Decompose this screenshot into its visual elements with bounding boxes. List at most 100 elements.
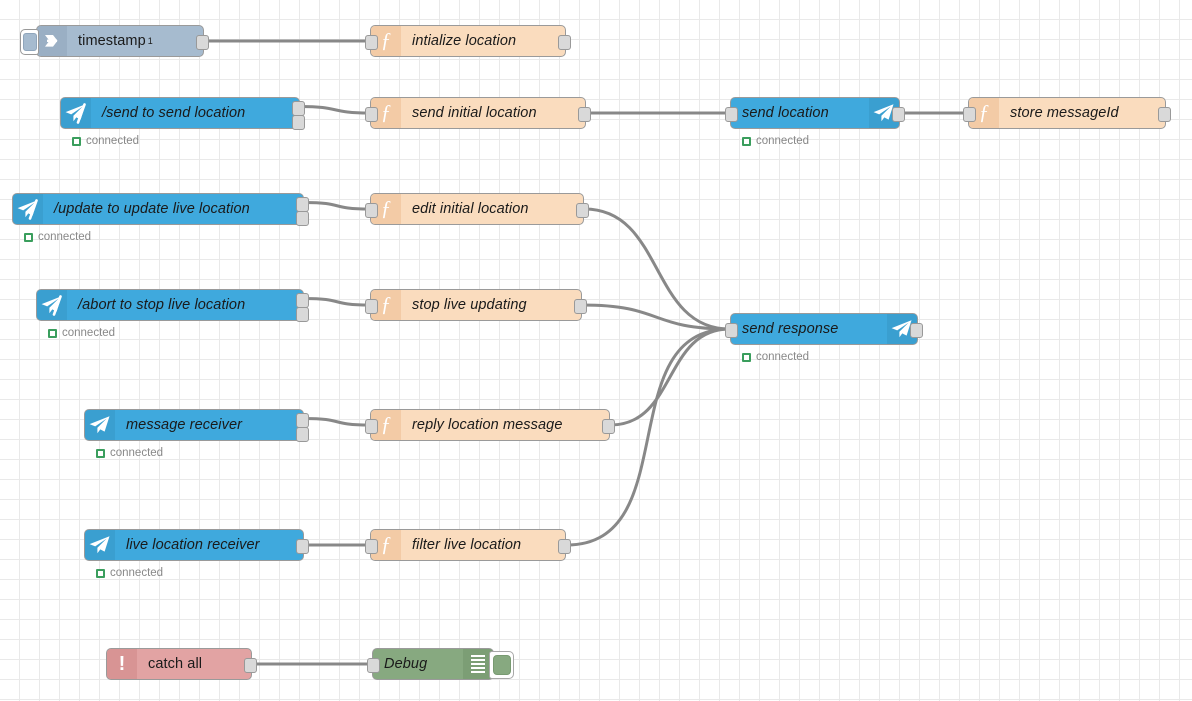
node-label: /update to update live location (54, 201, 250, 217)
node-label: edit initial location (412, 201, 529, 217)
node-output-port[interactable] (196, 35, 209, 50)
node-status-message-receiver: connected (96, 447, 163, 459)
node-label: catch all (148, 656, 203, 672)
wire-edit-initial-location-to-send-response[interactable] (583, 207, 731, 331)
node-label: send location (742, 105, 829, 121)
node-output-port[interactable] (558, 35, 571, 50)
node-input-port[interactable] (365, 203, 378, 218)
wire-reply-location-message-to-send-response[interactable] (609, 327, 731, 427)
node-input-port[interactable] (365, 107, 378, 122)
node-debug[interactable]: Debug (367, 648, 514, 680)
wire-abort-command-to-stop-live-updating[interactable] (303, 297, 371, 307)
node-label: send response (742, 321, 839, 337)
node-output-port[interactable] (244, 658, 257, 673)
node-send-location[interactable]: send location (725, 97, 905, 129)
status-indicator-icon (72, 136, 81, 146)
status-label: connected (756, 135, 810, 147)
exclamation-icon: ! (107, 649, 137, 679)
status-label: connected (62, 327, 116, 339)
status-label: connected (86, 135, 140, 147)
status-indicator-icon (96, 448, 105, 458)
node-output-port[interactable] (296, 293, 309, 308)
node-send-response[interactable]: send response (725, 313, 923, 345)
wire-update-command-to-edit-initial-location[interactable] (303, 201, 371, 211)
node-input-port[interactable] (725, 107, 738, 122)
telegram-plane-icon (85, 530, 115, 560)
node-live-location-receiver[interactable]: live location receiver (84, 529, 309, 561)
node-label: send initial location (412, 105, 537, 121)
node-status-send-location: connected (742, 135, 809, 147)
node-update-command[interactable]: /update to update live location (12, 193, 309, 226)
node-label: stop live updating (412, 297, 527, 313)
node-label: store messageId (1010, 105, 1119, 121)
node-output-port[interactable] (292, 115, 305, 130)
node-input-port[interactable] (365, 35, 378, 50)
node-label: reply location message (412, 417, 563, 433)
node-label: /abort to stop live location (78, 297, 246, 313)
node-output-port[interactable] (296, 307, 309, 322)
node-output-port[interactable] (602, 419, 615, 434)
node-output-port[interactable] (296, 211, 309, 226)
node-output-port[interactable] (892, 107, 905, 122)
node-message-receiver[interactable]: message receiver (84, 409, 309, 442)
node-label-text: timestamp (78, 33, 146, 49)
node-output-port[interactable] (558, 539, 571, 554)
node-output-port[interactable] (296, 427, 309, 442)
telegram-command-icon (61, 98, 91, 128)
inject-trigger-button[interactable] (20, 29, 39, 55)
node-output-port[interactable] (296, 197, 309, 212)
node-label: /send to send location (102, 105, 246, 121)
debug-lines-icon (463, 649, 493, 679)
status-indicator-icon (24, 232, 33, 242)
node-output-port[interactable] (910, 323, 923, 338)
telegram-command-icon (37, 290, 67, 320)
node-label: Debug (384, 656, 428, 672)
debug-enable-toggle[interactable] (489, 651, 514, 679)
node-status-send-command: connected (72, 135, 139, 147)
node-output-port[interactable] (296, 539, 309, 554)
node-output-port[interactable] (1158, 107, 1171, 122)
node-input-port[interactable] (963, 107, 976, 122)
node-input-port[interactable] (367, 658, 380, 673)
node-input-port[interactable] (365, 299, 378, 314)
node-input-port[interactable] (365, 419, 378, 434)
node-output-port[interactable] (578, 107, 591, 122)
node-status-send-response: connected (742, 351, 809, 363)
node-input-port[interactable] (725, 323, 738, 338)
node-output-port[interactable] (296, 413, 309, 428)
node-output-port[interactable] (292, 101, 305, 116)
status-label: connected (756, 351, 810, 363)
node-label-superscript: 1 (147, 36, 153, 46)
wire-send-command-to-send-initial-location[interactable] (299, 105, 371, 115)
node-label: message receiver (126, 417, 243, 433)
node-label: filter live location (412, 537, 522, 553)
status-label: connected (110, 447, 164, 459)
wire-message-receiver-to-reply-location-message[interactable] (303, 417, 371, 427)
node-output-port[interactable] (574, 299, 587, 314)
telegram-command-icon (13, 194, 43, 224)
node-send-command[interactable]: /send to send location (60, 97, 305, 130)
status-label: connected (110, 567, 164, 579)
status-indicator-icon (96, 568, 105, 578)
status-indicator-icon (742, 136, 751, 146)
wire-stop-live-updating-to-send-response[interactable] (581, 303, 731, 331)
node-output-port[interactable] (576, 203, 589, 218)
status-label: connected (38, 231, 92, 243)
node-catch-all[interactable]: ! catch all (106, 648, 257, 680)
node-abort-command[interactable]: /abort to stop live location (36, 289, 309, 322)
node-label: intialize location (412, 33, 517, 49)
status-indicator-icon (48, 328, 57, 338)
node-status-update-command: connected (24, 231, 91, 243)
node-input-port[interactable] (365, 539, 378, 554)
node-status-live-location-receiver: connected (96, 567, 163, 579)
